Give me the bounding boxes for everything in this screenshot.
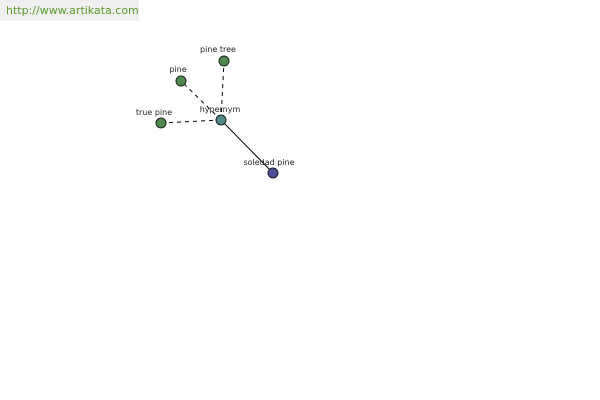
- node-soledad-pine-dot[interactable]: [267, 167, 279, 179]
- node-pine[interactable]: pine: [169, 65, 187, 87]
- node-soledad-pine-label[interactable]: soledad pine: [243, 158, 294, 167]
- graph-edges: [160, 60, 274, 174]
- node-pine-label[interactable]: pine: [169, 65, 186, 74]
- node-true-pine-dot[interactable]: [155, 117, 167, 129]
- node-true-pine[interactable]: true pine: [136, 108, 172, 129]
- graph-nodes: pine tree pine true pine hypernym soleda…: [136, 45, 295, 179]
- node-hypernym-label[interactable]: hypernym: [200, 105, 241, 114]
- node-true-pine-label[interactable]: true pine: [136, 108, 172, 117]
- site-url-link[interactable]: http://www.artikata.com: [6, 4, 139, 17]
- edge-true-pine: [160, 119, 222, 124]
- edge-soledad-pine: [220, 119, 274, 174]
- node-pine-tree[interactable]: pine tree: [200, 45, 236, 67]
- url-bar: http://www.artikata.com: [0, 0, 139, 21]
- node-hypernym[interactable]: hypernym: [200, 105, 241, 126]
- node-soledad-pine[interactable]: soledad pine: [243, 158, 295, 179]
- node-pine-dot[interactable]: [175, 75, 187, 87]
- edge-pine-tree: [220, 60, 225, 121]
- node-pine-tree-label[interactable]: pine tree: [200, 45, 236, 54]
- node-hypernym-dot[interactable]: [215, 114, 227, 126]
- edge-pine: [180, 80, 222, 121]
- node-pine-tree-dot[interactable]: [218, 55, 230, 67]
